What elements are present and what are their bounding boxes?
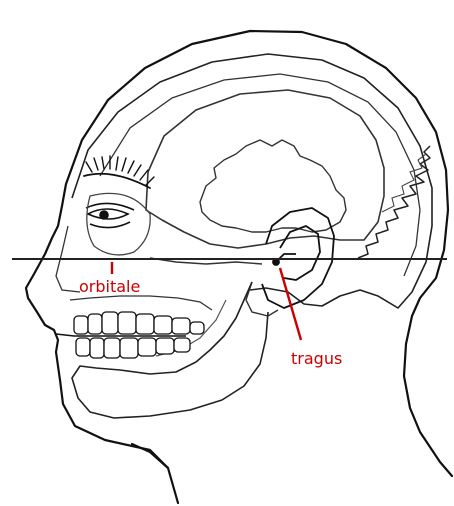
mastoid-outline [246, 282, 278, 316]
eye-icon [86, 203, 134, 227]
neck-front-outline [132, 444, 168, 468]
skull-outline [72, 54, 432, 308]
brain-cavity-outline [146, 90, 384, 248]
brow-ridge [84, 156, 154, 188]
head-outline [26, 31, 452, 503]
orbitale-label: orbitale [79, 277, 140, 296]
teeth-icon [74, 312, 204, 358]
orbit-socket [87, 193, 150, 255]
sphenoid-outline [200, 140, 346, 232]
tragus-label: tragus [291, 349, 342, 368]
maxilla-outline [70, 296, 212, 310]
